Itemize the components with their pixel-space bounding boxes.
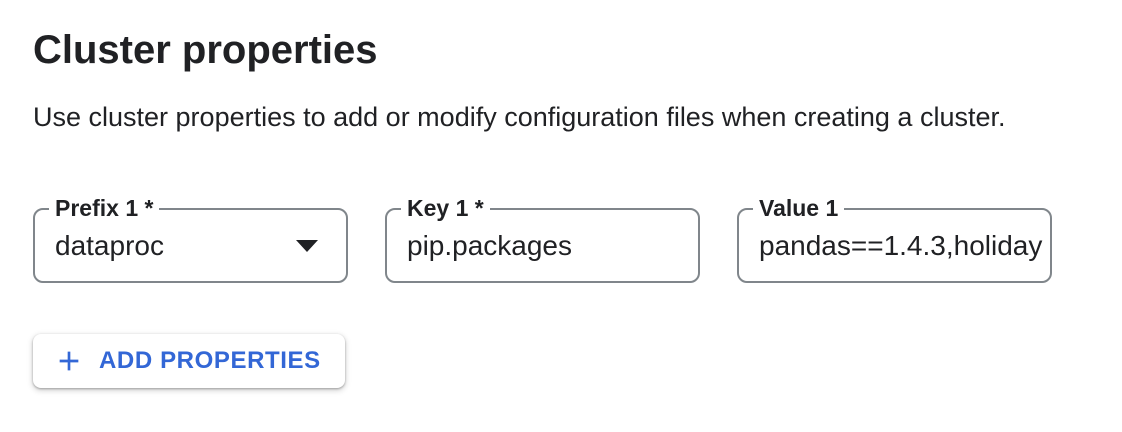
key-input[interactable]: Key 1 * pip.packages — [385, 195, 700, 283]
value-label: Value 1 — [753, 195, 845, 222]
prefix-value: dataproc — [55, 229, 164, 261]
prefix-select[interactable]: Prefix 1 * dataproc — [33, 195, 348, 283]
key-label: Key 1 * — [401, 195, 490, 222]
page-description: Use cluster properties to add or modify … — [33, 102, 1006, 132]
add-properties-label: ADD PROPERTIES — [99, 347, 321, 374]
property-row: Prefix 1 * dataproc Key 1 * pip.packages… — [33, 195, 1122, 283]
page-title: Cluster properties — [33, 28, 378, 72]
dropdown-arrow-icon — [296, 239, 318, 252]
prefix-label: Prefix 1 * — [49, 195, 160, 222]
value-input[interactable]: Value 1 pandas==1.4.3,holiday — [737, 195, 1052, 283]
value-value: pandas==1.4.3,holiday — [759, 229, 1043, 261]
add-properties-button[interactable]: ADD PROPERTIES — [33, 334, 345, 388]
plus-icon — [59, 351, 79, 371]
key-value: pip.packages — [407, 229, 573, 261]
